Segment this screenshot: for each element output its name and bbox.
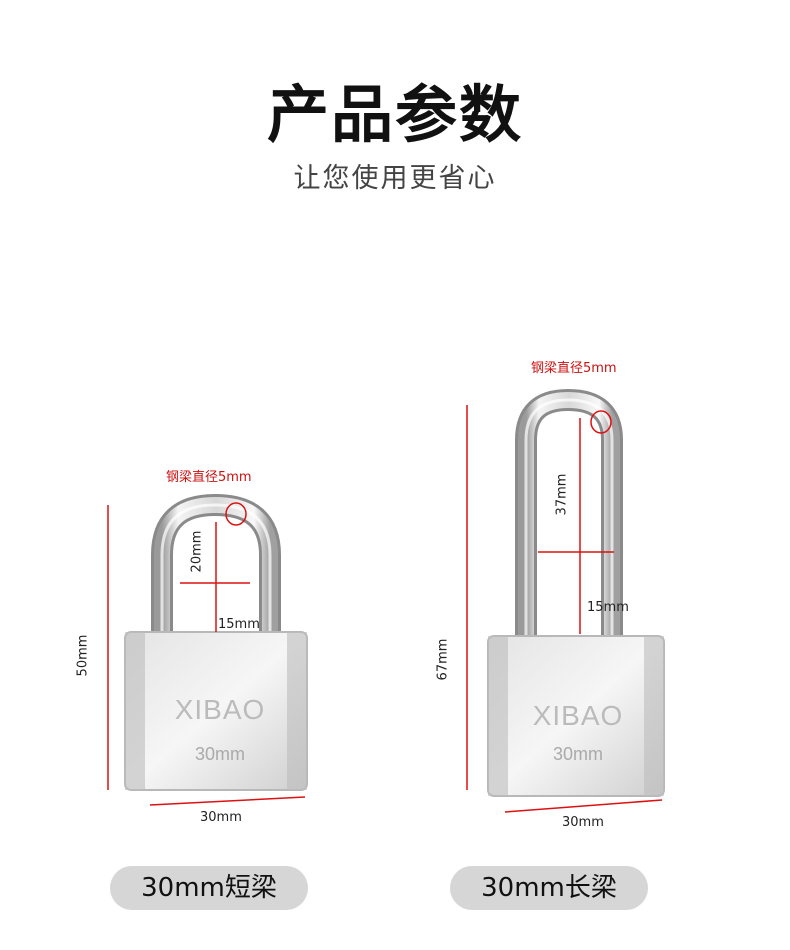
short-size-engraving: 30mm xyxy=(194,744,245,764)
long-size-engraving: 30mm xyxy=(552,744,603,764)
long-width-label: 30mm xyxy=(562,815,604,830)
short-padlock-measure-lines xyxy=(107,502,306,806)
short-width-label: 30mm xyxy=(200,810,242,825)
short-inner-height-label: 20mm xyxy=(189,530,205,573)
short-inner-width-label: 15mm xyxy=(218,617,260,632)
long-brand-engraving: XIBAO xyxy=(532,700,624,731)
long-inner-height-label: 37mm xyxy=(554,473,570,516)
caption-short-shackle: 30mm短梁 xyxy=(110,866,308,910)
long-padlock-measure-lines xyxy=(466,405,663,813)
page-title: 产品参数 xyxy=(266,78,523,151)
short-height-label: 50mm xyxy=(75,634,91,677)
short-padlock xyxy=(124,493,308,791)
long-shackle-diameter-label: 钢梁直径5mm xyxy=(531,361,617,376)
caption-long-shackle: 30mm长梁 xyxy=(450,866,648,910)
long-inner-width-label: 15mm xyxy=(587,600,629,615)
short-brand-engraving: XIBAO xyxy=(174,694,266,725)
short-shackle-diameter-label: 钢梁直径5mm xyxy=(166,470,252,485)
page-subtitle: 让您使用更省心 xyxy=(293,163,497,194)
long-height-label: 67mm xyxy=(435,638,451,681)
long-padlock xyxy=(487,388,665,797)
